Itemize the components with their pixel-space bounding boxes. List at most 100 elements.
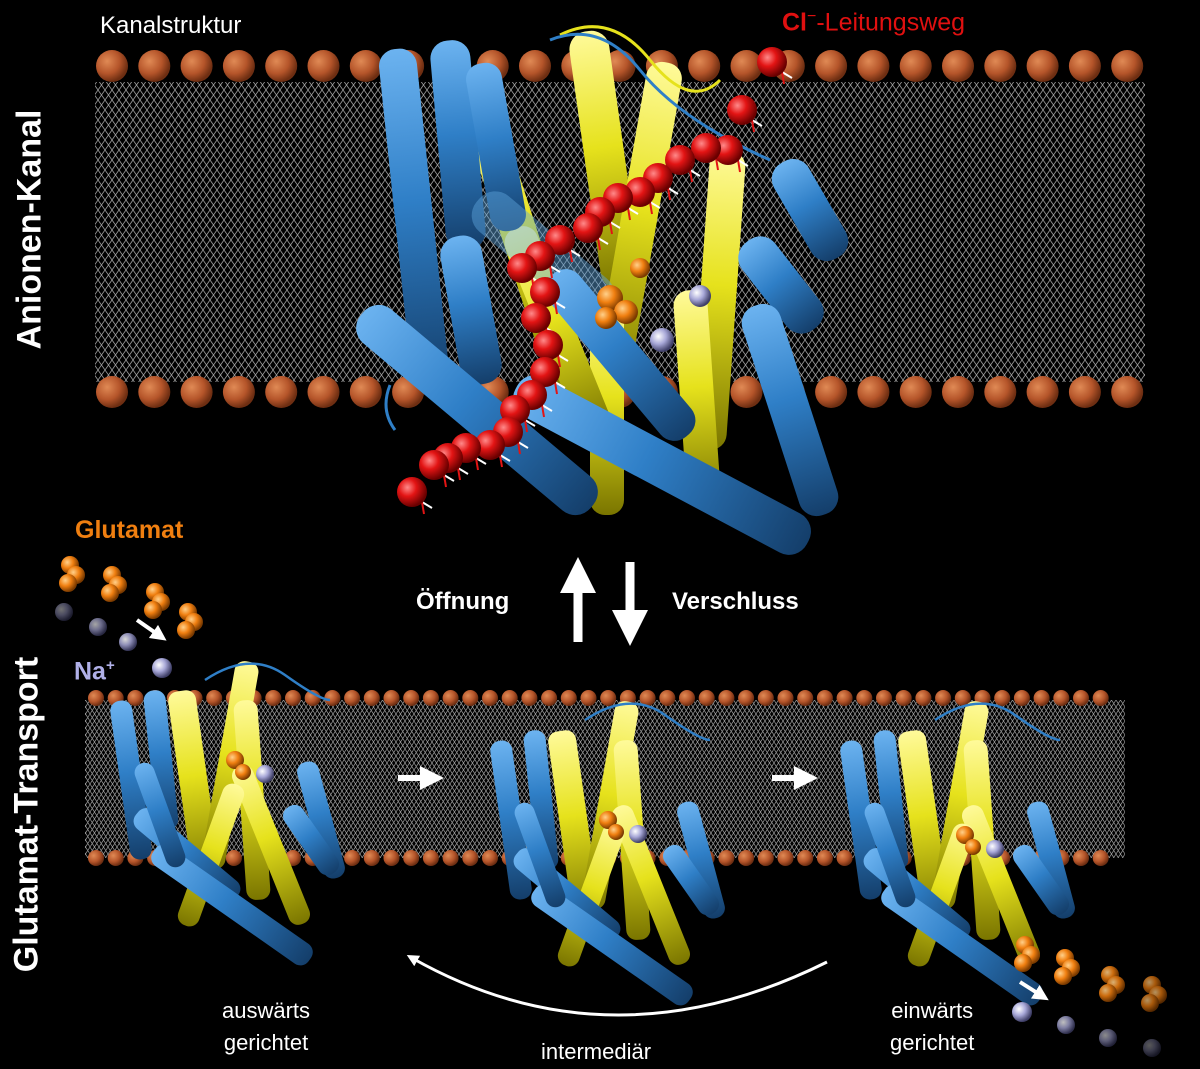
lipid-head bbox=[560, 690, 577, 706]
water-molecule bbox=[689, 169, 701, 183]
chloride-ion bbox=[397, 477, 427, 507]
water-molecule bbox=[781, 71, 793, 85]
lipid-head bbox=[138, 376, 171, 408]
intracellular-glutamate bbox=[1014, 936, 1167, 1012]
water-molecule bbox=[549, 265, 561, 279]
water-molecule bbox=[475, 457, 487, 471]
channel-protein bbox=[356, 25, 849, 555]
lipid-head bbox=[954, 690, 971, 706]
lipid-head bbox=[442, 690, 459, 706]
lipid-head bbox=[1026, 376, 1059, 408]
lipid-head bbox=[265, 690, 282, 706]
lipid-head bbox=[899, 50, 932, 82]
chloride-ion bbox=[475, 430, 505, 460]
glutamate-label: Glutamat bbox=[75, 516, 184, 544]
chloride-ion bbox=[507, 253, 537, 283]
lipid-head bbox=[1053, 690, 1070, 706]
lipid-head bbox=[718, 690, 735, 706]
outward-facing-line-2: gerichtet bbox=[223, 1029, 309, 1055]
lipid-head bbox=[1068, 50, 1101, 82]
lipid-head bbox=[815, 50, 848, 82]
loop bbox=[584, 702, 711, 742]
chloride-conduction-pathway bbox=[397, 47, 793, 515]
lipid-head bbox=[1033, 690, 1050, 706]
lipid-head bbox=[462, 690, 479, 706]
lipid-head bbox=[639, 690, 656, 706]
chloride-symbol: Cl bbox=[782, 8, 807, 37]
channel-structure-label: Kanalstruktur bbox=[100, 12, 242, 39]
lipid-head bbox=[363, 850, 380, 866]
lipid-head bbox=[1092, 850, 1109, 866]
water-molecule bbox=[627, 207, 639, 221]
bound-glutamate bbox=[599, 811, 617, 829]
blue-helix bbox=[873, 730, 909, 870]
yellow-helix bbox=[231, 765, 311, 925]
water-molecule bbox=[517, 441, 529, 455]
water-molecule bbox=[609, 221, 621, 235]
blue-helix bbox=[134, 762, 186, 868]
water-molecule bbox=[649, 201, 661, 215]
bound-glutamate bbox=[965, 839, 981, 855]
lipid-head bbox=[942, 376, 974, 408]
bound-glutamate bbox=[595, 258, 650, 329]
lipid-head bbox=[344, 690, 361, 706]
transporter-inward-facing bbox=[840, 701, 1075, 1006]
lipid-head bbox=[206, 690, 223, 706]
lipid-head bbox=[1073, 690, 1089, 706]
extracellular-glutamate bbox=[59, 556, 203, 639]
lipid-head bbox=[857, 50, 890, 82]
blue-helix bbox=[531, 884, 693, 1006]
lipid-head bbox=[541, 690, 558, 706]
chloride-charge: − bbox=[807, 8, 817, 25]
water-molecule bbox=[667, 187, 679, 201]
lipid-head bbox=[836, 850, 853, 866]
lipid-head bbox=[876, 690, 892, 706]
lipid-head bbox=[344, 850, 361, 866]
outward-facing-label: auswärts gerichtet bbox=[222, 995, 310, 1059]
lipid-head bbox=[816, 690, 833, 706]
yellow-helix bbox=[961, 805, 1041, 965]
opening-label: Öffnung bbox=[416, 588, 510, 615]
lipid-head bbox=[324, 690, 341, 706]
lipid-head bbox=[462, 850, 479, 866]
lipid-head bbox=[899, 376, 932, 408]
transporter-intermediate bbox=[490, 701, 725, 1006]
lipid-head bbox=[757, 690, 774, 706]
bound-sodium bbox=[256, 765, 274, 783]
lipid-head bbox=[815, 376, 848, 408]
water-molecule bbox=[541, 404, 553, 418]
lipid-head bbox=[777, 690, 794, 706]
closing-label: Verschluss bbox=[672, 588, 799, 615]
chloride-ion bbox=[530, 357, 560, 387]
sodium-charge: + bbox=[105, 657, 115, 674]
lipid-head bbox=[984, 376, 1017, 408]
lipid-head bbox=[718, 850, 735, 866]
lipid-head bbox=[1026, 50, 1059, 82]
lipid-head bbox=[659, 690, 676, 706]
lipid-head bbox=[730, 50, 763, 82]
bound-sodium bbox=[650, 285, 711, 352]
lipid-head bbox=[265, 50, 298, 82]
blue-helix bbox=[881, 884, 1043, 1006]
lipid-head bbox=[1013, 690, 1030, 706]
bound-glutamate bbox=[235, 764, 251, 780]
water-molecule bbox=[557, 354, 569, 368]
lipid-head bbox=[127, 690, 144, 706]
lipid-head bbox=[915, 690, 932, 706]
lipid-head bbox=[836, 690, 853, 706]
water-molecule bbox=[421, 501, 433, 515]
water-molecule bbox=[554, 381, 566, 395]
chloride-ion bbox=[757, 47, 787, 77]
water-molecule bbox=[443, 474, 455, 488]
chloride-ion bbox=[691, 133, 721, 163]
chloride-ion bbox=[419, 450, 449, 480]
blue-helix bbox=[523, 730, 559, 870]
lipid-head bbox=[895, 690, 912, 706]
chloride-ion bbox=[521, 303, 551, 333]
blue-helix bbox=[677, 801, 725, 919]
water-molecule bbox=[554, 301, 566, 315]
lipid-head bbox=[698, 690, 715, 706]
lipid-head bbox=[797, 690, 814, 706]
lipid-head bbox=[738, 690, 755, 706]
bound-glutamate bbox=[226, 751, 244, 769]
